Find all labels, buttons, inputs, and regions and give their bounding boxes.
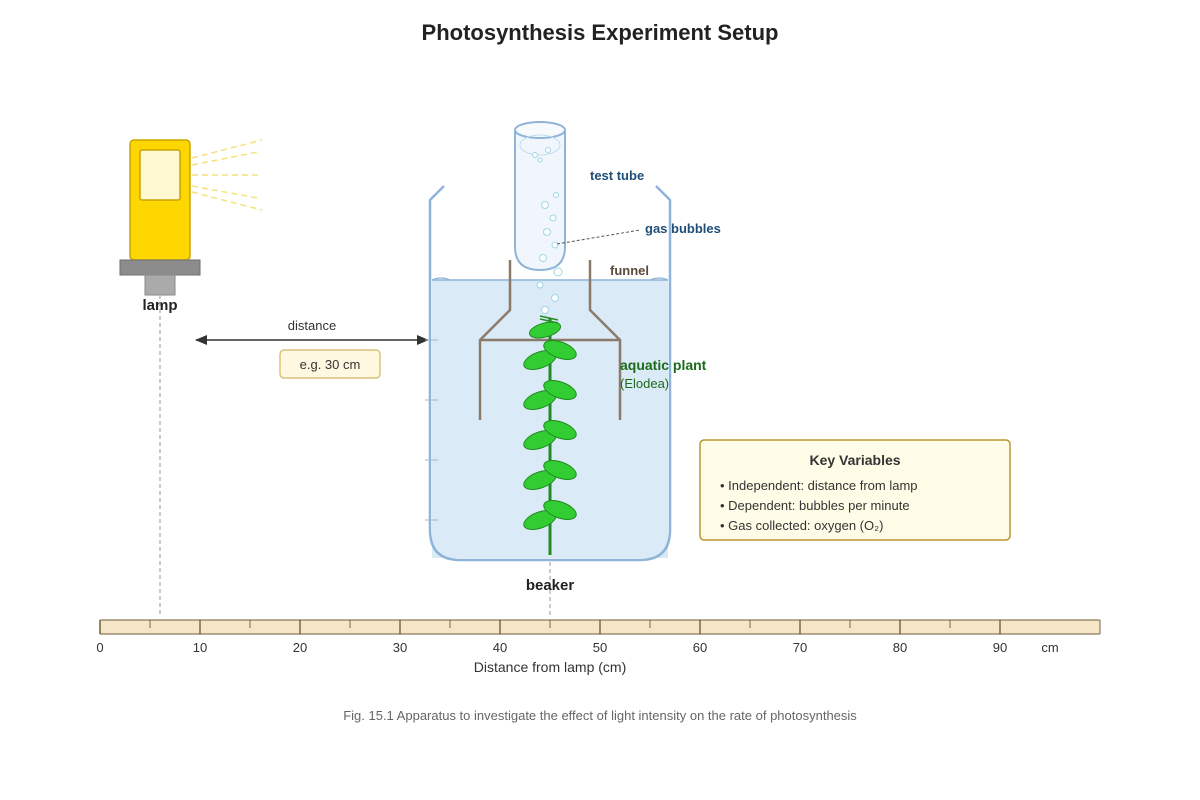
- leaf: [543, 459, 577, 481]
- distance-example: e.g. 30 cm: [300, 357, 361, 372]
- distance-example-box: [279, 349, 381, 379]
- test-tube: [514, 121, 566, 272]
- light-rays: [191, 139, 263, 211]
- gas-bubbles: [532, 147, 563, 314]
- test-tube-rim: [514, 121, 566, 139]
- diagram-title: Photosynthesis Experiment Setup: [422, 20, 779, 45]
- plant-label: aquatic plant: [620, 357, 707, 373]
- ruler-axis-title: Distance from lamp (cm): [474, 659, 626, 675]
- ruler-tick-label: 70: [793, 640, 807, 655]
- distance-label: distance: [288, 318, 336, 333]
- ruler-tick-label: 50: [593, 640, 607, 655]
- ruler-tick-label: 20: [293, 640, 307, 655]
- lamp: [119, 139, 263, 296]
- ruler-tick-label: 0: [96, 640, 103, 655]
- ruler-unit: cm: [1041, 640, 1058, 655]
- leaf: [543, 379, 577, 401]
- plant-species-label: (Elodea): [620, 376, 669, 391]
- ruler-tick-label: 90: [993, 640, 1007, 655]
- aquatic-plant: [523, 315, 577, 555]
- gas-bubbles-leader: [556, 229, 641, 245]
- lamp-base: [119, 259, 201, 276]
- leaf: [543, 499, 577, 521]
- key-variables-title: Key Variables: [809, 452, 900, 468]
- test-tube-label: test tube: [590, 168, 644, 183]
- ruler-tick-label: 10: [193, 640, 207, 655]
- leaf: [543, 339, 577, 361]
- ruler-tick-label: 60: [693, 640, 707, 655]
- beaker-graduations: [425, 339, 438, 521]
- beaker-outline: [428, 185, 672, 562]
- key-variable-dependent: • Dependent: bubbles per minute: [720, 498, 910, 513]
- lamp-stand: [144, 274, 176, 296]
- leaf: [543, 419, 577, 441]
- beaker-label: beaker: [526, 577, 575, 594]
- ruler-ticks: [99, 620, 1001, 634]
- ruler: 0 10 20 30 40 50 60 70 80 90 cm Distance from lam…: [96, 619, 1101, 675]
- figure-caption: Fig. 15.1 Apparatus to investigate the e…: [343, 708, 857, 723]
- key-variables-box: Key Variables • Independent: distance fr…: [699, 439, 1011, 541]
- key-variable-gas: • Gas collected: oxygen (O₂): [720, 518, 884, 533]
- ruler-tick-label: 30: [393, 640, 407, 655]
- ruler-tick-labels: 0 10 20 30 40 50 60 70 80 90: [96, 640, 1007, 655]
- leaf: [528, 321, 562, 339]
- key-variable-independent: • Independent: distance from lamp: [720, 478, 918, 493]
- funnel-label: funnel: [610, 263, 649, 278]
- lamp-bulb-window: [139, 149, 181, 201]
- ruler-tick-label: 40: [493, 640, 507, 655]
- gas-bubbles-label: gas bubbles: [645, 221, 721, 236]
- ruler-tick-label: 80: [893, 640, 907, 655]
